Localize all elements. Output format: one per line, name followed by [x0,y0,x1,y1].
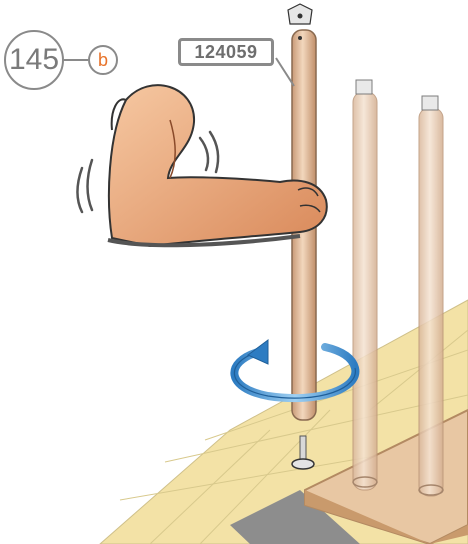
flexed-arm-icon [78,85,327,246]
installed-leg-2 [419,96,443,496]
part-number-label: 124059 [178,38,274,66]
sub-step-letter: b [88,45,118,75]
installed-leg-1 [353,80,377,490]
step-connector [64,59,88,61]
step-number: 145 [4,30,64,90]
